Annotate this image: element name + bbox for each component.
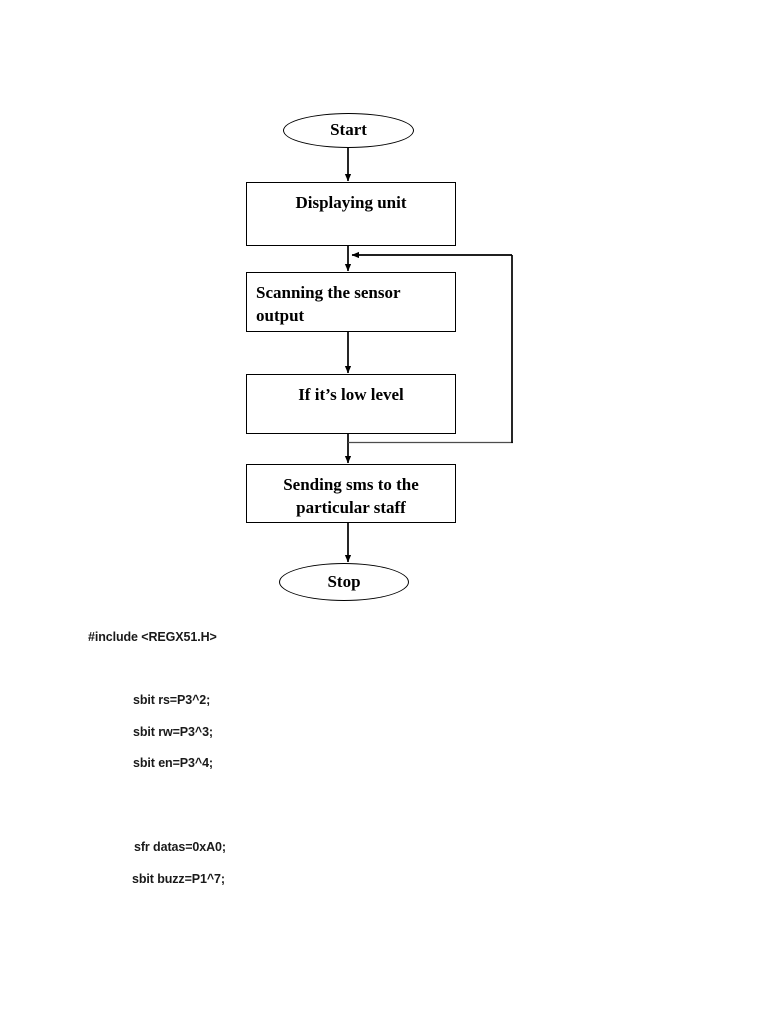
flowchart-diagram: Start Displaying unit Scanning the senso… [246,113,513,601]
flowchart-node-displaying-unit: Displaying unit [246,182,456,246]
node-label-line-1: Sending sms to the [283,475,419,494]
flowchart-node-start: Start [283,113,414,148]
code-line: #include <REGX51.H> [88,630,217,644]
code-line: sfr datas=0xA0; [134,840,226,854]
node-label-line-2: output [256,305,305,325]
code-line: sbit rw=P3^3; [133,725,213,739]
flowchart-connectors [344,148,513,563]
node-label-if-low-level: If it’s low level [298,385,404,404]
code-line: sbit en=P3^4; [133,756,213,770]
source-code-listing: #include <REGX51.H> sbit rs=P3^2; sbit r… [0,620,768,920]
code-line: sbit rs=P3^2; [133,693,211,707]
node-label-scanning-sensor-output: Scanning the sensor output [247,282,455,328]
flowchart-node-scanning-sensor-output: Scanning the sensor output [246,272,456,332]
flowchart-node-sending-sms: Sending sms to the particular staff [246,464,456,523]
flowchart-node-if-low-level: If it’s low level [246,374,456,434]
node-label-start: Start [330,120,367,140]
code-line: sbit buzz=P1^7; [132,872,225,886]
node-label-line-1: Scanning the sensor [256,283,401,302]
node-label-line-2: particular staff [296,497,406,517]
flowchart-node-stop: Stop [279,563,409,601]
node-label-displaying-unit: Displaying unit [295,193,407,212]
node-label-stop: Stop [327,571,361,591]
node-label-sending-sms: Sending sms to the particular staff [247,474,455,520]
